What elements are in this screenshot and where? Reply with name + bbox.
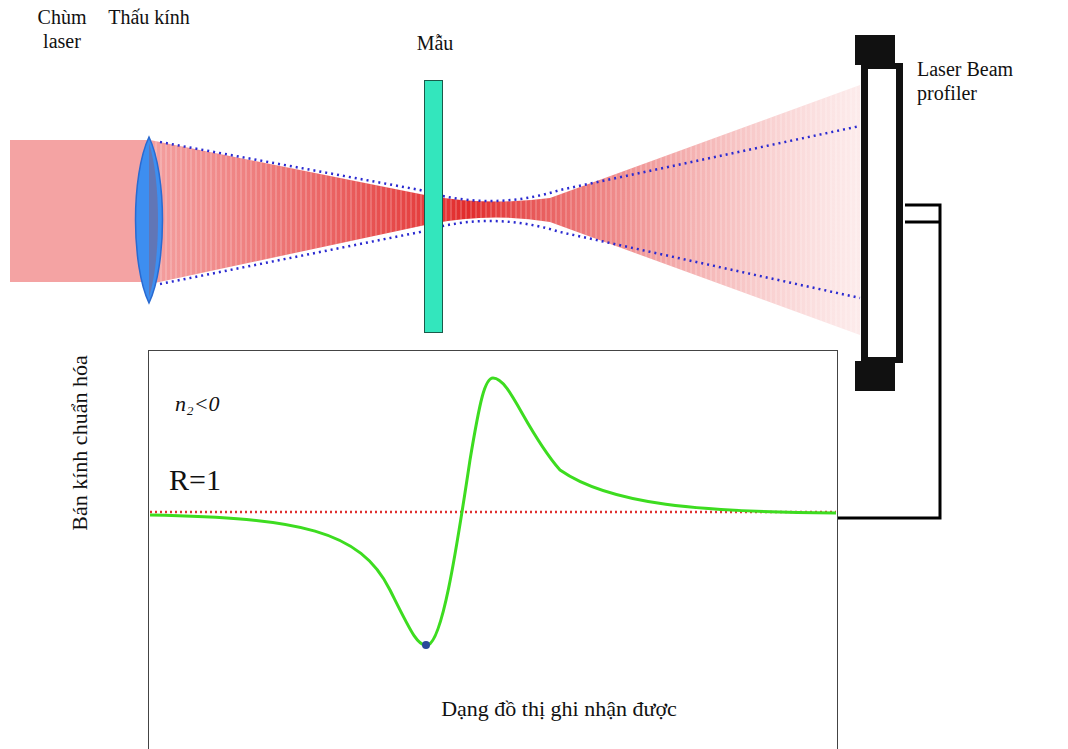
plot-caption: Dạng đồ thị ghi nhận được bbox=[349, 696, 769, 722]
axis-label: Bán kính chuẩn hóa bbox=[67, 343, 93, 543]
profiler-label: Laser Beam profiler bbox=[917, 57, 1047, 105]
beam-label: Chùm laser bbox=[22, 5, 102, 53]
wire bbox=[905, 221, 940, 224]
lens-label: Thấu kính bbox=[93, 5, 205, 29]
laser-beam bbox=[10, 140, 150, 282]
plot-frame: n₂<0R=1Dạng đồ thị ghi nhận được bbox=[148, 350, 838, 749]
sign-label: n₂<0 bbox=[175, 391, 220, 417]
reference-label: R=1 bbox=[169, 463, 221, 497]
focused-beam bbox=[150, 85, 860, 335]
lens: Thấu kính bbox=[133, 135, 165, 305]
beam-envelope bbox=[160, 221, 860, 298]
lens-shape bbox=[133, 135, 165, 305]
beam-profiler: Laser Beam profiler bbox=[855, 35, 905, 391]
sample-label: Mẫu bbox=[395, 31, 475, 55]
profiler-shape bbox=[855, 35, 905, 391]
minimum-dot bbox=[422, 641, 430, 649]
sample: Mẫu bbox=[424, 80, 443, 333]
signal-curve bbox=[150, 378, 836, 645]
beam-envelope bbox=[160, 126, 860, 201]
beam-stripes bbox=[150, 85, 860, 335]
